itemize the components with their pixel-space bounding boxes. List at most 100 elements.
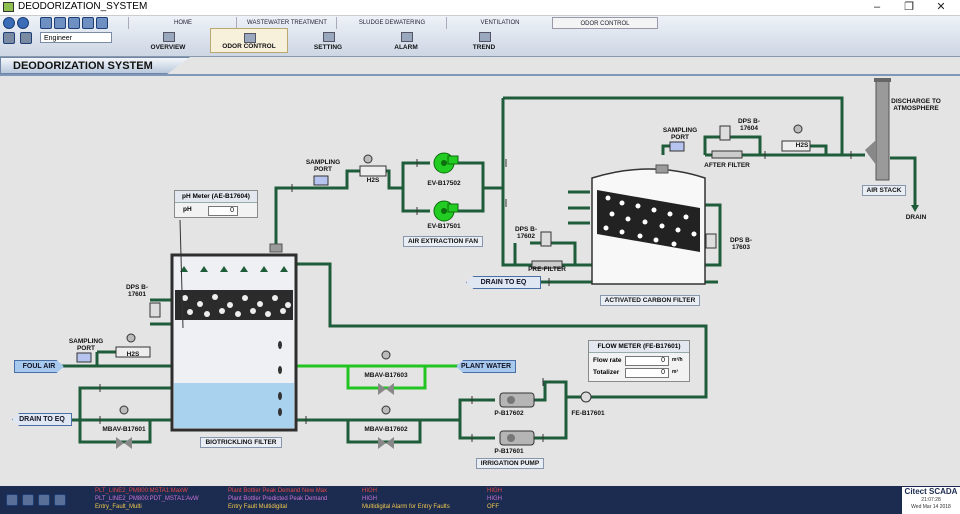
forward-icon[interactable] <box>17 17 29 29</box>
p-b17601-label: P-B17601 <box>494 448 524 455</box>
level-switches <box>278 341 282 416</box>
subtab-odor-control[interactable]: ODOR CONTROL <box>210 28 288 53</box>
tab-home[interactable]: HOME <box>128 17 237 29</box>
brand-logo: Citect SCADA <box>904 487 958 496</box>
alarm-icon <box>401 32 413 42</box>
alarm-value: HIGH <box>487 496 502 502</box>
alarm-state: HIGH <box>362 496 377 502</box>
tab-wastewater-treatment[interactable]: WASTEWATER TREATMENT <box>236 17 337 29</box>
nav-icon[interactable] <box>82 17 94 29</box>
trend-icon <box>479 32 491 42</box>
alarm-state: HIGH <box>362 488 377 494</box>
pipe-network <box>55 96 917 444</box>
flow-meter-panel: FLOW METER (FE-B17601) Flow rate 0 m³/h … <box>588 340 690 382</box>
nav-icon[interactable] <box>96 17 108 29</box>
h2s-label: H2S <box>126 351 140 358</box>
subtab-overview[interactable]: OVERVIEW <box>140 28 196 53</box>
foul-air-inlet[interactable]: FOUL AIR <box>14 360 64 373</box>
pump-p-b17601-icon <box>499 430 535 446</box>
title-bar: DEODORIZATION_SYSTEM – ❐ ✕ <box>0 0 960 16</box>
silence-icon[interactable] <box>38 494 50 506</box>
drain-label: DRAIN <box>905 214 927 221</box>
dps-icon <box>705 233 717 249</box>
mbav-b17603-label: MBAV-B17603 <box>364 372 408 379</box>
navigation-toolbar: Engineer HOME WASTEWATER TREATMENT SLUDG… <box>0 16 960 57</box>
pump-p-b17602-icon <box>499 392 535 408</box>
flow-element-icon <box>580 391 592 403</box>
dps-b17601-label: DPS B-17601 <box>125 284 149 298</box>
air-pipe <box>458 188 485 213</box>
irrigation-pump-label: IRRIGATION PUMP <box>476 458 544 469</box>
flow-meter-title: FLOW METER (FE-B17601) <box>589 341 689 353</box>
valve-mbav-b17601-icon <box>116 405 132 449</box>
p-b17602-label: P-B17602 <box>494 410 524 417</box>
h2s-sensor-icon <box>781 124 811 152</box>
plant-water-inlet[interactable]: PLANT WATER <box>456 360 516 373</box>
h2s-sensor-icon <box>359 154 387 177</box>
window-title: DEODORIZATION_SYSTEM <box>18 1 148 12</box>
recirculation-pipe <box>296 398 495 444</box>
fan-ev-b17501 <box>433 200 459 222</box>
plant-water-bypass <box>346 366 427 390</box>
header-divider <box>0 74 960 76</box>
biotrickling-filter-vessel <box>170 219 298 432</box>
dps-icon <box>540 231 552 247</box>
drain-to-eq-outlet[interactable]: DRAIN TO EQ <box>466 276 541 289</box>
user-role-field[interactable]: Engineer <box>40 32 112 43</box>
drain-arrow-icon <box>911 205 919 212</box>
discharge-label: DISCHARGE TO ATMOSPHERE <box>891 98 941 112</box>
home-icon[interactable] <box>68 17 80 29</box>
tab-ventilation[interactable]: VENTILATION <box>446 17 553 29</box>
drain-pipe <box>78 420 152 444</box>
alarm-value: OFF <box>487 504 499 510</box>
status-area: Citect SCADA 21:07:28 Wed Mar 14 2018 <box>902 487 960 514</box>
h2s-sensor-icon <box>115 333 151 358</box>
sampling-port-label: SAMPLING PORT <box>662 127 698 141</box>
alarm-value: HIGH <box>487 488 502 494</box>
recirculation-pipe <box>296 262 708 399</box>
flow-rate-value: 0 <box>625 356 669 366</box>
tab-sludge-dewatering[interactable]: SLUDGE DEWATERING <box>336 17 447 29</box>
flow-rate-unit: m³/h <box>672 357 683 363</box>
alarm-list-icon[interactable] <box>6 494 18 506</box>
ph-meter-panel: pH Meter (AE-B17604) pH 0 <box>174 190 258 218</box>
biotrickling-filter-label: BIOTRICKLING FILTER <box>200 437 282 448</box>
page-title: DEODORIZATION SYSTEM <box>13 60 153 72</box>
minimize-button[interactable]: – <box>873 1 881 13</box>
disable-icon[interactable] <box>54 494 66 506</box>
sampling-port-icon <box>313 175 329 186</box>
user-icon[interactable] <box>20 32 32 44</box>
up-icon[interactable] <box>40 17 52 29</box>
subtab-trend[interactable]: TREND <box>456 28 512 53</box>
subtab-alarm[interactable]: ALARM <box>378 28 434 53</box>
dps-icon <box>719 125 731 141</box>
totalizer-unit: m³ <box>672 369 679 375</box>
overview-icon <box>163 32 175 42</box>
subtab-setting[interactable]: SETTING <box>300 28 356 53</box>
totalizer-label: Totalizer <box>593 369 620 376</box>
back-icon[interactable] <box>3 17 15 29</box>
recirculation-pipe <box>458 420 495 440</box>
air-pipe <box>458 161 503 190</box>
spray-nozzles <box>180 266 288 272</box>
odor-control-icon <box>244 33 256 43</box>
drain-pipe <box>55 386 172 422</box>
alarm-state: Multidigital Alarm for Entry Faults <box>362 504 450 510</box>
totalizer-value: 0 <box>625 368 669 378</box>
ph-label: pH <box>183 206 192 213</box>
close-button[interactable]: ✕ <box>936 1 946 13</box>
drain-to-eq-outlet[interactable]: DRAIN TO EQ <box>12 413 72 426</box>
alarm-description: Entry Fault Multidigital <box>228 504 288 510</box>
sampling-port-icon <box>76 352 92 363</box>
air-pipe <box>703 135 762 155</box>
alarm-description: Plant Bottler Predicted Peak Demand <box>228 496 328 502</box>
alarm-description: Plant Bottler Peak Demand New Max <box>228 488 328 494</box>
down-icon[interactable] <box>54 17 66 29</box>
clock-time: 21:07:28 <box>921 497 941 503</box>
tab-odor-control[interactable]: ODOR CONTROL <box>552 17 658 29</box>
acknowledge-icon[interactable] <box>22 494 34 506</box>
restore-button[interactable]: ❐ <box>904 1 914 13</box>
printer-icon[interactable] <box>3 32 15 44</box>
sampling-port-icon <box>669 141 685 152</box>
